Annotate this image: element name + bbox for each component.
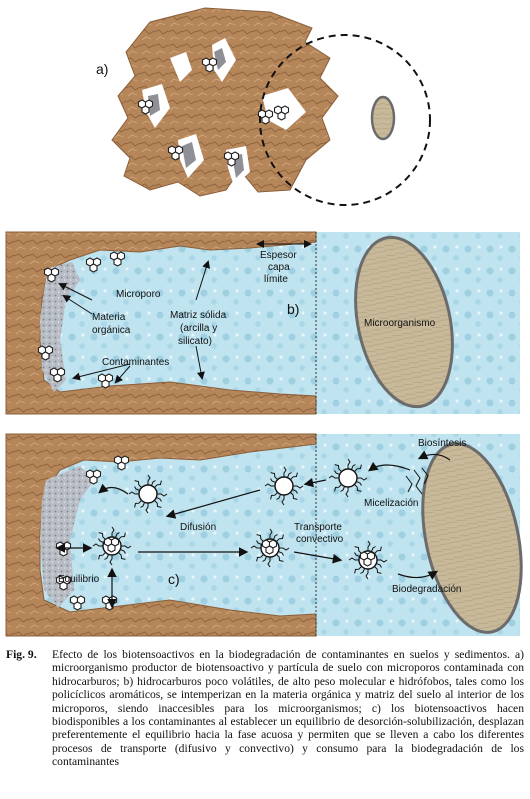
- figure-caption: Fig. 9. Efecto de los biotensoactivos en…: [6, 648, 524, 769]
- panel-c-label: c): [168, 571, 180, 587]
- label-matriz-3: silicato): [178, 336, 212, 347]
- panel-b-label: b): [287, 301, 299, 317]
- label-espesor-1: Espesor: [260, 250, 297, 261]
- label-difusion: Difusión: [180, 522, 216, 533]
- organic-matter-c: [40, 466, 94, 608]
- panel-c: Biosíntesis Micelización Difusión Transp…: [5, 433, 523, 637]
- caption-text: Efecto de los biotensoactivos en la biod…: [52, 648, 524, 769]
- label-transporte-2: convectivo: [296, 534, 344, 545]
- soil-matrix-c: [5, 433, 317, 637]
- panel-b: Espesor capa límite Microporo Materia or…: [5, 231, 520, 415]
- label-materia-2: orgánica: [92, 325, 131, 336]
- panel-a: a): [96, 7, 431, 206]
- microorganism-b: [354, 235, 454, 409]
- label-transporte-1: Transporte: [294, 522, 342, 533]
- label-contaminantes: Contaminantes: [102, 357, 169, 368]
- label-materia-1: Materia: [92, 312, 126, 323]
- boundary-circle: [259, 34, 431, 206]
- label-matriz-2: (arcilla y: [180, 323, 217, 334]
- label-equilibrio: Equilibrio: [58, 574, 100, 585]
- microorganism-a: [370, 95, 396, 141]
- label-espesor-2: capa: [268, 262, 290, 273]
- label-espesor-3: límite: [264, 274, 288, 285]
- label-biosintesis: Biosíntesis: [418, 438, 466, 449]
- organic-matter-b: [40, 262, 80, 392]
- label-microorganismo: Microorganismo: [364, 318, 436, 329]
- label-biodegradacion: Biodegradación: [392, 584, 462, 595]
- label-micelizacion: Micelización: [364, 498, 418, 509]
- label-matriz-1: Matriz sólida: [170, 310, 227, 321]
- label-microporo: Microporo: [116, 289, 161, 300]
- microorganism-c: [421, 442, 523, 634]
- surfactant-chains: [405, 467, 429, 495]
- figure: a) Espesor capa límite Microporo: [5, 7, 523, 637]
- panel-a-label: a): [96, 61, 108, 77]
- caption-label: Fig. 9.: [6, 648, 37, 661]
